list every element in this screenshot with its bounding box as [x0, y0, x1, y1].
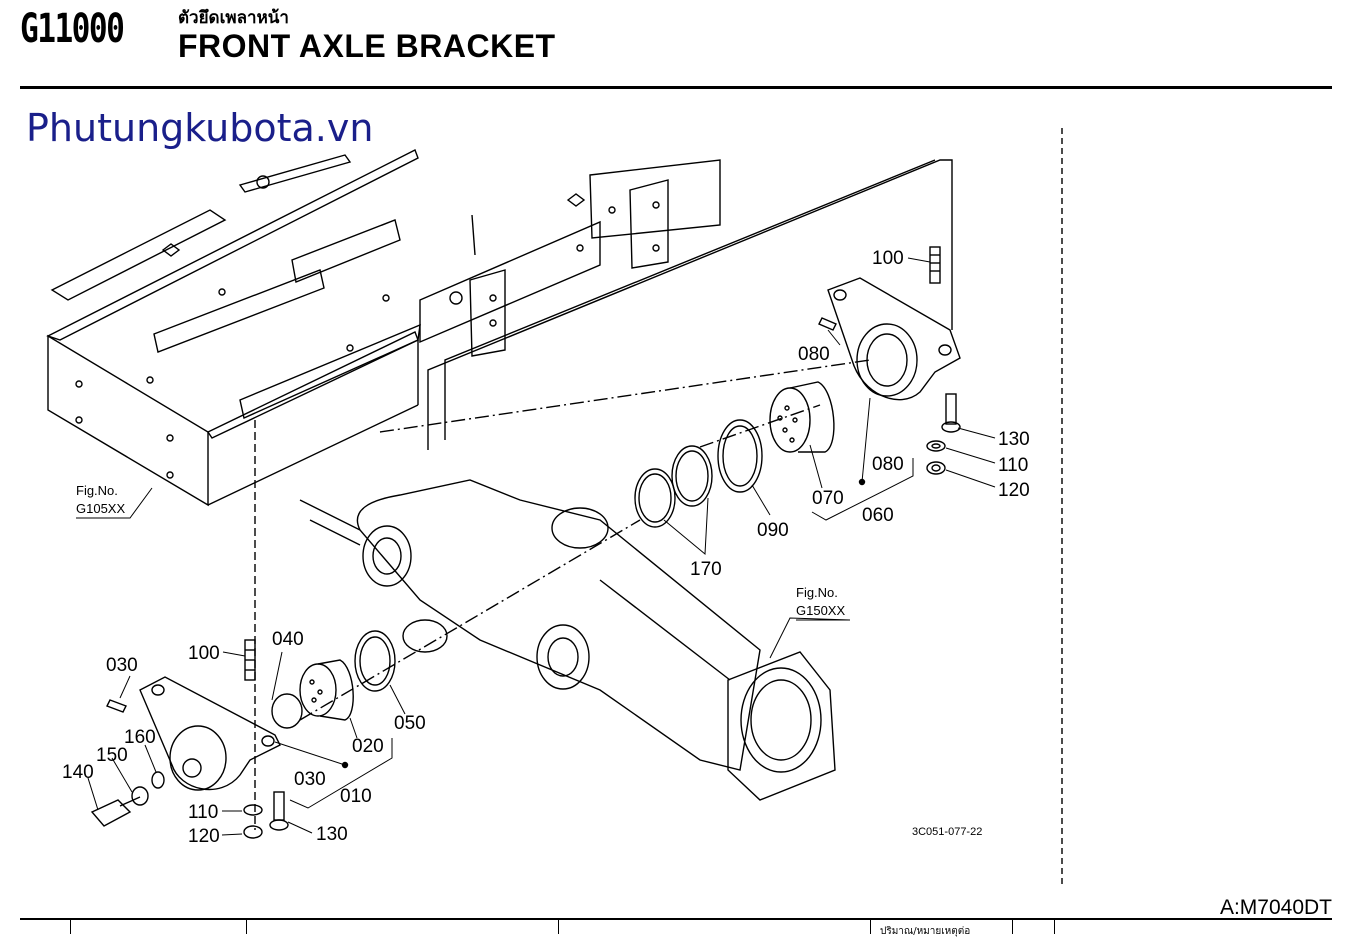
- callout-110-left: 110: [188, 802, 218, 823]
- callout-010: 010: [340, 786, 372, 807]
- callout-110-right: 110: [998, 455, 1028, 476]
- callout-090: 090: [757, 520, 789, 541]
- header-rule: [20, 86, 1332, 89]
- callout-080-lower: 080: [872, 454, 904, 475]
- callout-070: 070: [812, 488, 844, 509]
- callout-050: 050: [394, 713, 426, 734]
- front-axle-housing-drawing: [299, 479, 836, 801]
- assembly-guide-lines: [254, 159, 953, 830]
- callout-120-left: 120: [188, 826, 220, 847]
- front-bracket-010-drawing: [90, 639, 289, 839]
- page-title: FRONT AXLE BRACKET: [178, 28, 556, 64]
- table-divider: [870, 918, 871, 934]
- upper-bushing-and-seals: [634, 381, 835, 528]
- frame-fig-ref-number[interactable]: G105XX: [76, 501, 125, 516]
- callout-150: 150: [96, 745, 128, 766]
- callout-130-left: 130: [316, 824, 348, 845]
- callout-040: 040: [272, 629, 304, 650]
- drawing-number: 3C051-077-22: [912, 826, 982, 838]
- site-watermark[interactable]: Phutungkubota.vn: [26, 106, 374, 150]
- model-code: A:M7040DT: [1219, 896, 1332, 919]
- frame-fig-ref-label: Fig.No.: [76, 483, 118, 498]
- part-group-code: G11000: [20, 6, 125, 52]
- callout-140: 140: [62, 762, 94, 783]
- front-frame-drawing: [46, 149, 721, 507]
- axle-fig-ref-label: Fig.No.: [796, 585, 838, 600]
- table-divider: [70, 918, 71, 934]
- callout-020: 020: [352, 736, 384, 757]
- callout-080-upper: 080: [798, 344, 830, 365]
- callout-100-left: 100: [188, 643, 220, 664]
- callout-130-right: 130: [998, 429, 1030, 450]
- table-divider: [558, 918, 559, 934]
- callout-030-lower: 030: [294, 769, 326, 790]
- lower-bushing-and-seals: [271, 630, 396, 729]
- callout-120-right: 120: [998, 480, 1030, 501]
- table-divider: [246, 918, 247, 934]
- callout-160: 160: [124, 727, 156, 748]
- axle-fig-ref-number[interactable]: G150XX: [796, 603, 845, 618]
- table-divider: [1012, 918, 1013, 934]
- callout-170: 170: [690, 559, 722, 580]
- callout-030-left: 030: [106, 655, 138, 676]
- table-header-partial: ปริมาณ/หมายเหตุต่อ: [880, 926, 971, 937]
- callout-leader-lines: [76, 257, 996, 836]
- callout-100-upper: 100: [872, 248, 904, 269]
- thai-title: ตัวยึดเพลาหน้า: [178, 8, 289, 28]
- rear-bracket-060-drawing: [818, 246, 961, 475]
- footer-rule: [20, 918, 1332, 920]
- callout-060: 060: [862, 505, 894, 526]
- table-divider: [1054, 918, 1055, 934]
